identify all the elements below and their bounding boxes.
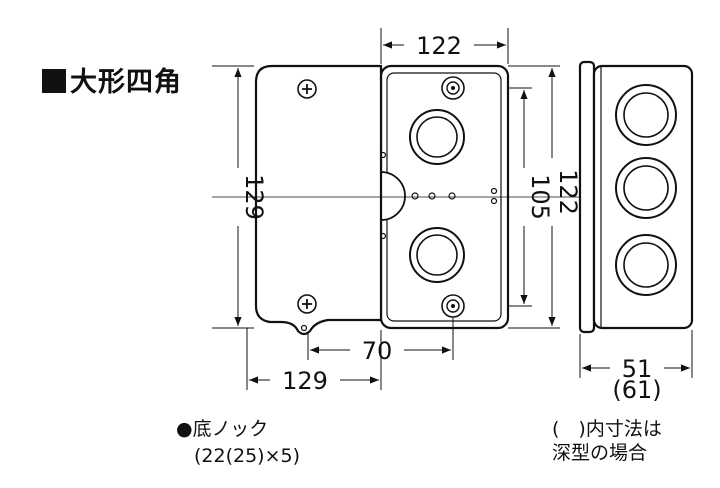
cover-plate xyxy=(254,64,383,336)
bottom-knock-spec: (22(25)×5) xyxy=(194,445,301,467)
bullet-mark: ● xyxy=(176,418,193,440)
dim-top-width: 122 xyxy=(416,32,462,60)
bottom-knockout-lower xyxy=(409,227,465,283)
dim-inner-height: 105 xyxy=(526,174,554,220)
paren-note-line1: ( )内寸法は xyxy=(552,418,662,440)
bottom-knock-note: ●底ノック xyxy=(176,417,268,441)
box-screw-boss-top xyxy=(441,76,465,100)
product-title: 大形四角 xyxy=(42,60,182,99)
dim-left-height: 129 xyxy=(240,174,268,220)
cover-screw-bottom xyxy=(297,294,317,314)
dim-knock-spacing: 70 xyxy=(362,337,393,365)
side-knockout-bottom xyxy=(615,234,677,296)
bottom-knock-label: 底ノック xyxy=(192,418,269,440)
side-knockout-middle xyxy=(615,157,677,219)
cover-screw-top xyxy=(297,79,317,99)
dim-bottom-width: 129 xyxy=(282,367,328,395)
dimension-lines xyxy=(212,28,693,390)
box-screw-boss-bottom xyxy=(441,294,465,318)
paren-note-line2: 深型の場合 xyxy=(552,442,648,464)
bottom-knockout-upper xyxy=(409,109,465,165)
title-text: 大形四角 xyxy=(70,67,182,98)
dim-side-depth: 51 xyxy=(622,355,653,383)
side-view xyxy=(578,60,694,334)
dim-side-depth-deep: (61) xyxy=(612,376,661,404)
dim-right-height: 122 xyxy=(554,169,582,215)
title-square-mark xyxy=(42,69,66,93)
side-knockout-top xyxy=(615,84,677,146)
